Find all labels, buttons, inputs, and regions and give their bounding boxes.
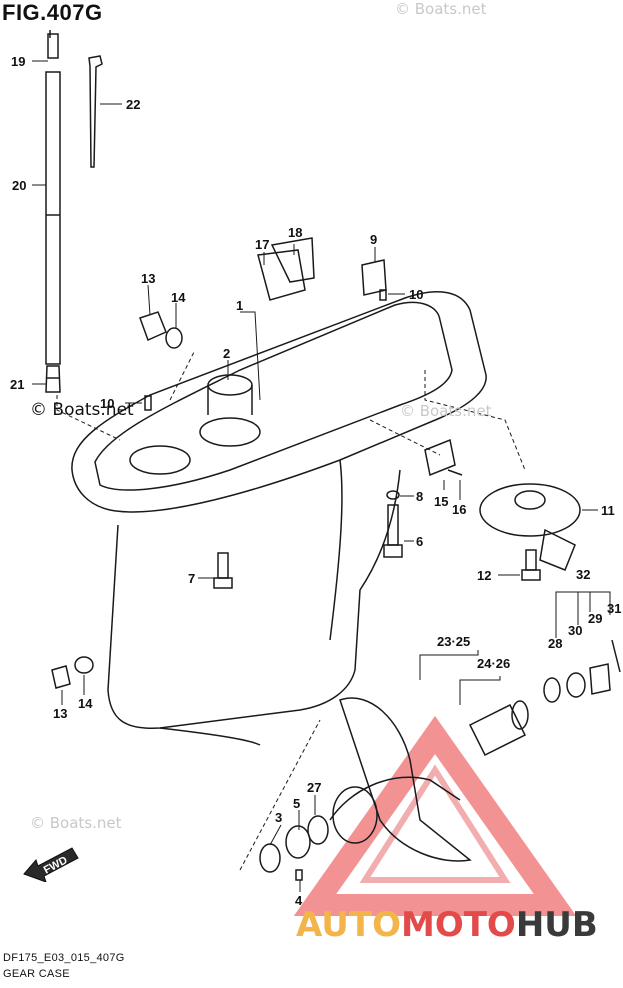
brand-part-hub: HUB [515,905,598,945]
part-14-washer [165,327,183,349]
propeller-blade [339,697,472,862]
watermark-top: © Boats.net [395,0,487,18]
watermark-left: © Boats.net [30,400,134,420]
callout-6: 6 [416,534,424,549]
callout-14-top: 14 [171,290,186,305]
part-3-thrust [259,843,281,873]
part-30-washer [566,672,586,698]
part-24-bushing [468,703,527,757]
callout-9: 9 [370,232,378,247]
callout-14-bottom: 14 [78,696,93,711]
callout-29: 29 [588,611,603,626]
part-27-spacer [307,815,329,845]
callout-3: 3 [275,810,283,825]
part-29-nut [589,663,611,695]
callout-22: 22 [126,97,141,112]
callout-16: 16 [452,502,467,517]
callout-20: 20 [12,178,27,193]
callout-11: 11 [601,503,615,518]
callout-13-bottom: 13 [53,706,68,721]
part-11-trim-tab [479,483,581,537]
gear-case-top [71,291,487,513]
fwd-arrow-icon: FWD [23,847,79,882]
callout-1: 1 [236,298,244,313]
callout-13-top: 13 [141,271,156,286]
brand-part-auto: AUTO [296,905,401,945]
callout-5: 5 [293,796,301,811]
watermark-bottom: © Boats.net [30,814,122,832]
callout-23-25: 23·25 [437,634,471,649]
leader-lines [32,60,611,892]
footer-caption: GEAR CASE [3,968,70,980]
part-28-washer [543,677,561,703]
callout-4: 4 [295,893,303,908]
gear-case-body [107,469,401,729]
callout-18: 18 [288,225,303,240]
callout-12: 12 [477,568,492,583]
callout-15: 15 [434,494,449,509]
part-18-bracket [270,237,315,283]
callout-32: 32 [576,567,591,582]
callout-17: 17 [255,237,270,252]
brand-logo-text: AUTOMOTOHUB [296,905,598,945]
part-5-bearing [285,825,311,859]
part-20-rod [45,71,61,365]
part-4-key [295,869,303,881]
callout-7: 7 [188,571,196,586]
part-19-cap [47,33,59,59]
callout-24-26: 24·26 [477,656,511,671]
callout-27: 27 [307,780,322,795]
fwd-label: FWD [42,854,70,876]
callout-28: 28 [548,636,563,651]
callout-31: 31 [607,601,622,616]
footer-code: DF175_E03_015_407G [3,952,125,964]
watermark-right: © Boats.net [400,402,492,420]
gear-case-deck [94,301,453,491]
brand-part-moto: MOTO [400,905,516,945]
part-17-bracket [257,249,306,301]
part-15-block [424,438,456,477]
callout-30: 30 [568,623,583,638]
callout-10-right: 10 [409,287,424,302]
figure-title: FIG.407G [2,0,103,25]
callout-19: 19 [11,54,26,69]
part-22-strap [88,55,103,168]
part-21-fitting [45,365,61,393]
part-13-plug [139,311,167,342]
gear-case-skeg-line [329,459,343,641]
callout-8: 8 [416,489,424,504]
parts-linework [45,30,621,881]
callout-2: 2 [223,346,231,361]
propeller-hub [332,786,378,844]
callout-21: 21 [10,377,25,392]
callout-10-left: 10 [100,396,115,411]
part-31-pin [611,639,621,673]
brand-triangle-logo [293,715,577,916]
